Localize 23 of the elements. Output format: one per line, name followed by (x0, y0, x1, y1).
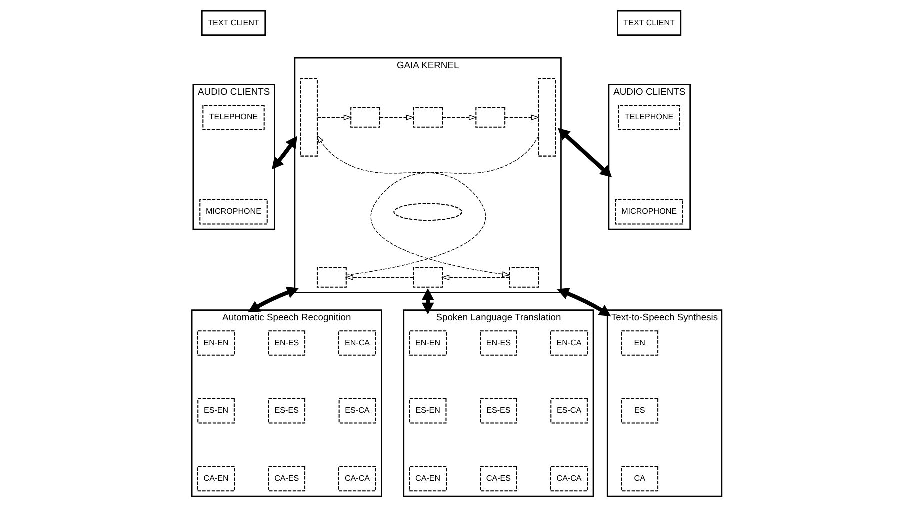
arrow (317, 135, 486, 276)
arrow (248, 286, 299, 313)
node-box (476, 107, 506, 128)
node-box (413, 107, 444, 128)
node-box (350, 107, 381, 128)
arrow (422, 288, 434, 315)
arrow (317, 114, 352, 120)
node-box (300, 78, 318, 157)
arrow (442, 274, 510, 280)
node-box (538, 78, 556, 157)
node-box (316, 267, 347, 288)
node-box (413, 267, 444, 288)
arrow (380, 114, 415, 120)
arrow (442, 114, 478, 120)
arrow (371, 136, 539, 278)
cluster: GAIA KERNEL (294, 57, 562, 294)
arrow (345, 274, 414, 280)
arrow (504, 114, 540, 120)
arrow (272, 136, 298, 170)
arrow (557, 288, 612, 317)
arrow (558, 128, 612, 178)
node-ellipse (394, 203, 463, 222)
node-box (509, 267, 540, 288)
